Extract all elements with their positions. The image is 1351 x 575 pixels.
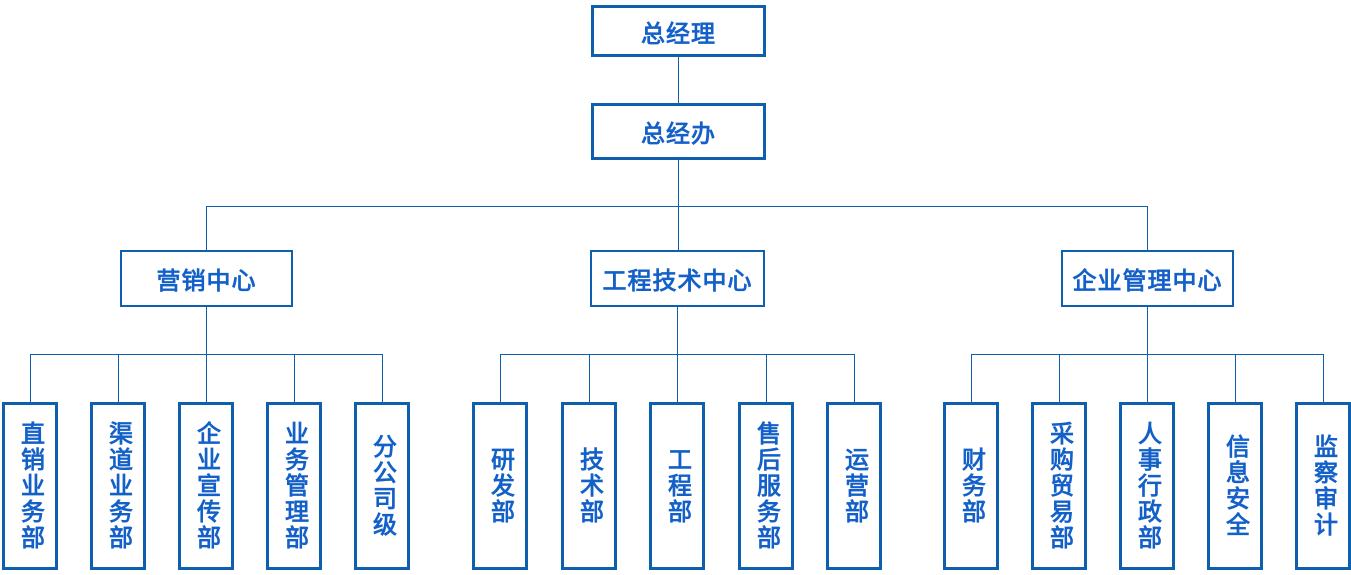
node-enterprise-mgmt-center: 企业管理中心 <box>1061 250 1234 307</box>
connector-drop-g3 <box>1147 354 1148 402</box>
connector-marketing-bus <box>206 307 207 354</box>
connector-enterprise-bus <box>1147 307 1148 354</box>
connector-office-bus <box>678 160 679 206</box>
node-technology-dept: 技术部 <box>561 402 617 570</box>
node-info-security: 信息安全 <box>1207 402 1263 570</box>
node-branch-company-level: 分公司级 <box>354 402 410 570</box>
connector-drop-b1 <box>500 354 501 402</box>
connector-drop-a4 <box>294 354 295 402</box>
node-hr-admin-dept: 人事行政部 <box>1119 402 1175 570</box>
node-supervision-audit: 监察审计 <box>1295 402 1351 570</box>
node-procurement-trade-dept: 采购贸易部 <box>1031 402 1087 570</box>
node-marketing-center: 营销中心 <box>120 250 293 307</box>
connector-drop-b3 <box>677 354 678 402</box>
connector-drop-enterprise <box>1147 206 1148 250</box>
connector-engineering-bus <box>677 307 678 354</box>
node-engineering-dept: 工程部 <box>649 402 705 570</box>
node-finance-dept: 财务部 <box>943 402 999 570</box>
connector-drop-a3 <box>206 354 207 402</box>
node-rnd-dept: 研发部 <box>472 402 528 570</box>
connector-drop-b2 <box>589 354 590 402</box>
node-corporate-publicity-dept: 企业宣传部 <box>178 402 234 570</box>
connector-drop-g2 <box>1059 354 1060 402</box>
connector-drop-a5 <box>382 354 383 402</box>
connector-drop-g4 <box>1235 354 1236 402</box>
connector-drop-b5 <box>854 354 855 402</box>
connector-top-bus <box>206 206 1148 207</box>
node-general-manager-office: 总经办 <box>591 103 766 160</box>
connector-drop-engineering <box>678 206 679 250</box>
connector-drop-g1 <box>971 354 972 402</box>
node-after-sales-service-dept: 售后服务部 <box>738 402 794 570</box>
node-general-manager: 总经理 <box>591 5 766 57</box>
node-channel-sales-dept: 渠道业务部 <box>90 402 146 570</box>
connector-root-office <box>678 57 679 103</box>
connector-drop-marketing <box>206 206 207 250</box>
connector-drop-a1 <box>30 354 31 402</box>
connector-drop-a2 <box>118 354 119 402</box>
connector-drop-g5 <box>1323 354 1324 402</box>
node-operations-dept: 运营部 <box>826 402 882 570</box>
connector-drop-b4 <box>766 354 767 402</box>
node-engineering-tech-center: 工程技术中心 <box>590 250 765 307</box>
node-direct-sales-dept: 直销业务部 <box>2 402 58 570</box>
node-business-mgmt-dept: 业务管理部 <box>266 402 322 570</box>
